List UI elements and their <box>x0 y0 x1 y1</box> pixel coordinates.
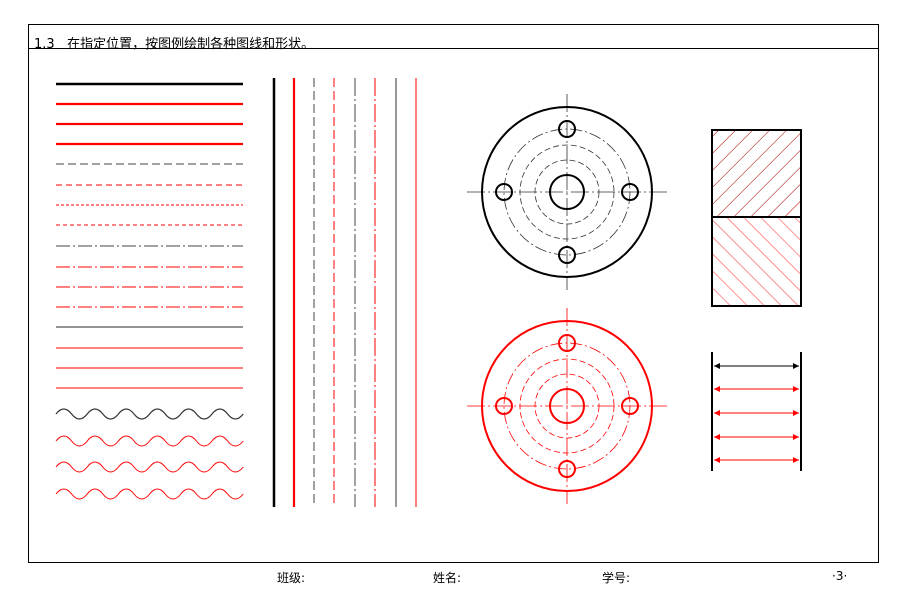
wavy-line-red <box>55 435 244 447</box>
page-frame <box>28 24 879 563</box>
bolt-hole <box>558 246 576 264</box>
title-divider <box>28 48 879 49</box>
bolt-hole <box>621 397 639 415</box>
name-label: 姓名: <box>433 571 462 585</box>
outer-circle <box>481 106 653 278</box>
bolt-circle <box>503 128 631 256</box>
wavy-line-red <box>55 488 244 500</box>
outer-circle <box>481 320 653 492</box>
student-id-label: 学号: <box>602 571 631 585</box>
vertical-line-samples <box>272 78 417 507</box>
wavy-line-red <box>55 461 244 473</box>
dimension-arrows <box>711 352 802 471</box>
center-hole <box>549 174 585 210</box>
page-number: ·3· <box>832 569 848 583</box>
bolt-hole <box>495 183 513 201</box>
hatched-section <box>711 129 802 307</box>
flange-sample-black <box>467 94 667 290</box>
bolt-hole <box>558 120 576 138</box>
dashed-circle <box>534 373 600 439</box>
bolt-hole <box>621 183 639 201</box>
dashed-circle <box>534 159 600 225</box>
bolt-circle <box>503 342 631 470</box>
center-hole <box>549 388 585 424</box>
dashed-circle <box>519 358 615 454</box>
bolt-hole <box>558 334 576 352</box>
class-label: 班级: <box>277 571 306 585</box>
bolt-hole <box>495 397 513 415</box>
wavy-line-sample <box>55 408 244 420</box>
hatch-area-red <box>712 217 801 306</box>
hatch-area-red <box>712 130 801 217</box>
horizontal-line-samples <box>55 82 244 500</box>
bolt-hole <box>558 460 576 478</box>
dashed-circle <box>519 144 615 240</box>
flange-exercise-red <box>467 308 667 504</box>
